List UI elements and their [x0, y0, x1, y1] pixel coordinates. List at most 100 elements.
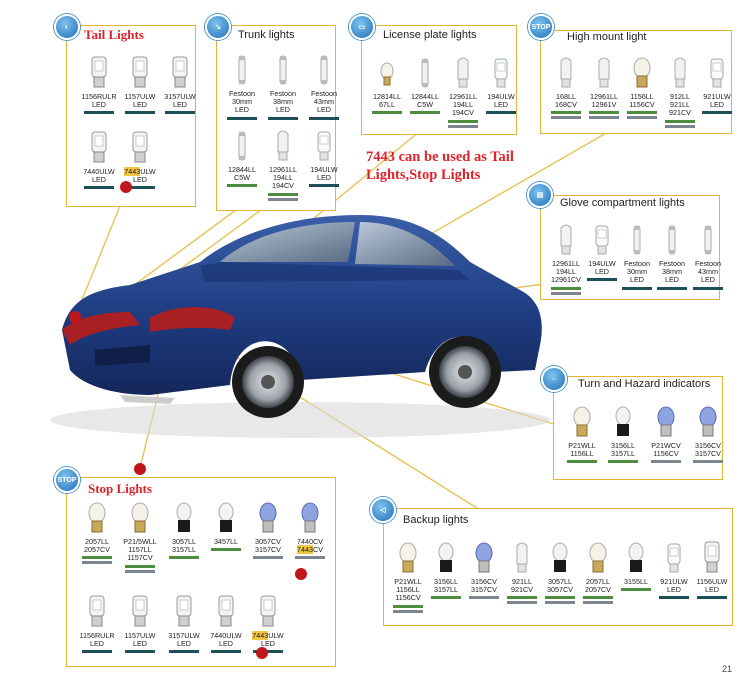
bulb-label: 7443ULW LED [124, 167, 156, 185]
teal-category-bar [125, 186, 155, 190]
wedge-bulb-icon [668, 55, 692, 91]
trunk-bulb-item: Festoon 43mm LED [304, 52, 344, 120]
bulb-label: 921ULW LED [703, 92, 731, 110]
gray-category-bar [627, 116, 657, 120]
bulb-label: 912LL 921LL 921CV [669, 92, 691, 118]
highmount-bulb-item: 921ULW LED [697, 55, 737, 115]
glass-bulb-icon [128, 500, 152, 536]
bulb-label: Festoon 43mm LED [695, 259, 721, 285]
bulb-label: 1156ULW LED [696, 577, 728, 595]
tail-bulb-item: 7443ULW LED [120, 130, 160, 190]
wedge-black-bulb-icon [624, 540, 648, 576]
trunk-lights-title: Trunk lights [238, 29, 295, 41]
license-bulb-item: 12814LL 67LL [367, 55, 407, 115]
high-mount-badge-icon: STOP [528, 14, 554, 40]
bulb-label: Festoon 30mm LED [624, 259, 650, 285]
glove-bulb-item: Festoon 30mm LED [617, 222, 657, 290]
glove-bulb-item: 12961LL 194LL 12961CV [546, 222, 586, 295]
license-plate-badge-icon: ▭ [349, 14, 375, 40]
festoon-bulb-icon [625, 222, 649, 258]
stop-7443-marker-dot [295, 568, 307, 580]
bulb-label: 12814LL 67LL [373, 92, 401, 110]
teal-category-bar [697, 596, 727, 600]
glass-bulb-icon [630, 55, 654, 91]
bulb-label: 3457LL [214, 537, 238, 546]
led-bulb-icon [85, 594, 109, 630]
tail-7443-marker-dot [120, 181, 132, 193]
blue-bulb-icon [298, 500, 322, 536]
festoon-bulb-icon [696, 222, 720, 258]
glove-compartment-badge-icon: ▤ [527, 182, 553, 208]
led-bulb-icon [172, 594, 196, 630]
stop-lights-badge-icon: STOP [54, 467, 80, 493]
turn-bulb-item: 3156CV 3157CV [688, 404, 728, 464]
teal-category-bar [309, 184, 339, 188]
festoon-bulb-icon [230, 128, 254, 164]
teal-category-bar [702, 111, 732, 115]
green-category-bar [82, 556, 112, 560]
teal-category-bar [169, 650, 199, 654]
green-category-bar [448, 119, 478, 123]
bulb-label: 3057LL 3157LL [172, 537, 196, 555]
gray-category-bar [268, 197, 298, 201]
bulb-label: 3156CV 3157CV [471, 577, 497, 595]
license-plate-title: License plate lights [383, 29, 477, 41]
bulb-label: 1156RULR LED [79, 631, 115, 649]
wedge-black-bulb-icon [434, 540, 458, 576]
green-category-bar [567, 460, 597, 464]
backup-bulb-item: 3057LL 3057CV [540, 540, 580, 605]
turn-hazard-title: Turn and Hazard indicators [578, 378, 711, 390]
wedge-black-bulb-icon [611, 404, 635, 440]
green-category-bar [583, 596, 613, 600]
led-bulb-icon [168, 55, 192, 91]
bulb-label: Festoon 43mm LED [311, 89, 337, 115]
led-bulb-icon [214, 594, 238, 630]
teal-category-bar [693, 286, 723, 290]
stop-bulb-item: 2057LL 2057CV [77, 500, 117, 565]
bulb-label: 194ULW LED [588, 259, 616, 277]
gray-category-bar [82, 561, 112, 565]
wedge-led-bulb-icon [590, 222, 614, 258]
bulb-label: 7440ULW LED [83, 167, 115, 185]
teal-category-bar [211, 650, 241, 654]
bulb-label: 12961LL 194LL 194CV [449, 92, 477, 118]
glass-bulb-icon [85, 500, 109, 536]
bulb-label: 168LL 168CV [555, 92, 577, 110]
backup-bulb-item: 3155LL [616, 540, 656, 592]
bulb-label: 12844LL C5W [228, 165, 256, 183]
backup-bulb-item: 3156CV 3157CV [464, 540, 504, 600]
gray-category-bar [589, 116, 619, 120]
leader-endpoint [123, 306, 129, 312]
glove-bulb-item: Festoon 38mm LED [652, 222, 692, 290]
backup-bulb-item: 1156ULW LED [692, 540, 732, 600]
small-glass-bulb-icon [375, 55, 399, 91]
bulb-label: 7440CV 7443CV [297, 537, 323, 555]
teal-category-bar [125, 111, 155, 115]
teal-category-bar [84, 186, 114, 190]
gray-category-bar [295, 556, 325, 560]
leader-line [117, 206, 241, 298]
trunk-bulb-item: 12961LL 194LL 194CV [263, 128, 303, 201]
green-category-bar [621, 588, 651, 592]
trunk-bulb-item: Festoon 38mm LED [263, 52, 303, 120]
teal-category-bar [309, 116, 339, 120]
teal-category-bar [125, 650, 155, 654]
bulb-label: 12961LL 12961V [590, 92, 618, 110]
bulb-label: 194ULW LED [487, 92, 515, 110]
led-bulb-icon [700, 540, 724, 576]
stop-bulb-item: 7443ULW LED [248, 594, 288, 654]
stop-light-marker-dot [134, 463, 146, 475]
trunk-bulb-item: 12844LL C5W [222, 128, 262, 188]
gray-category-bar [665, 124, 695, 128]
leader-endpoint [419, 297, 425, 303]
high-mount-title: High mount light [567, 31, 647, 43]
teal-category-bar [268, 116, 298, 120]
bulb-label: 3156LL 3157LL [611, 441, 635, 459]
festoon-bulb-icon [312, 52, 336, 88]
gray-category-bar [253, 556, 283, 560]
bulb-label: P21WLL 1156LL 1156CV [394, 577, 422, 603]
wedge-bulb-icon [510, 540, 534, 576]
teal-category-bar [587, 278, 617, 282]
festoon-bulb-icon [230, 52, 254, 88]
gray-category-bar [651, 460, 681, 464]
